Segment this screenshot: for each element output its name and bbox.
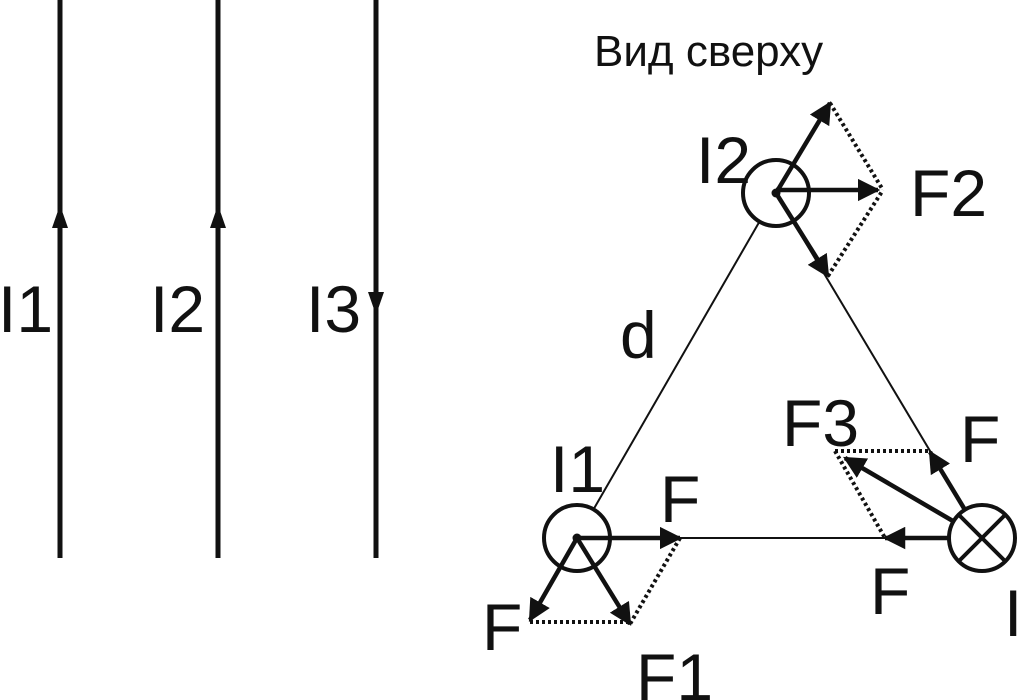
force-label-i1-right: F — [660, 462, 700, 536]
parallelogram-edge — [828, 101, 885, 192]
conductor-i3-label: I — [1004, 576, 1019, 650]
side-length-label: d — [620, 298, 657, 372]
into-page-cross-icon — [957, 513, 1007, 563]
wire-i1-label: I1 — [0, 272, 53, 346]
force-vector-f1 — [575, 536, 632, 626]
force-label-i1-left: F — [482, 590, 522, 664]
force-label-f3: F3 — [782, 386, 859, 460]
top-view: d I2 F2 I1 F F F1 I F3 F F — [482, 101, 1019, 700]
current-up-arrow-icon — [210, 205, 226, 228]
force-label-f2: F2 — [910, 156, 987, 230]
current-up-arrow-icon — [52, 205, 68, 228]
wire-i2-label: I2 — [150, 272, 205, 346]
side-view: I1 I2 I3 — [0, 0, 384, 558]
parallelogram-edge — [826, 188, 885, 278]
force-label-f1: F1 — [636, 640, 713, 700]
triangle-side-left — [576, 192, 777, 539]
current-down-arrow-icon — [368, 292, 384, 315]
parallelogram-edge — [833, 450, 887, 539]
conductor-i2-label: I2 — [696, 123, 751, 197]
force-label-i3-upper: F — [960, 402, 1000, 476]
force-vector-i2-down — [774, 191, 830, 278]
wire-i3-label: I3 — [306, 272, 361, 346]
force-vector-i2-up — [774, 101, 832, 195]
force-label-i3-lower: F — [870, 554, 910, 628]
parallelogram-edge — [628, 536, 682, 626]
force-vector-i1-left — [528, 536, 579, 622]
view-title: Вид сверху — [594, 27, 823, 76]
conductor-i1-label: I1 — [550, 432, 605, 506]
